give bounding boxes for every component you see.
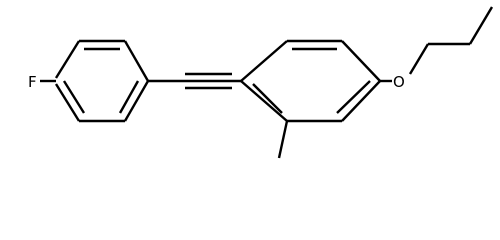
bond-ring1-a (54, 40, 81, 79)
propoxy-methylphenyl-ring (240, 39, 381, 123)
bond-ring2-c (341, 40, 381, 82)
fluorine-label: F (28, 73, 37, 91)
bond-o-ch2 (408, 43, 430, 75)
bond-ring2-inner-right (336, 80, 371, 114)
oxygen-label: O (393, 73, 405, 91)
bond-ring1-inner-right (118, 80, 140, 114)
fluorophenyl-ring (54, 39, 150, 123)
alkyne-bond (148, 72, 241, 90)
bond-ring2-f (240, 80, 288, 122)
bond-ring2-d (341, 80, 381, 122)
bond-ring1-inner-left (62, 80, 86, 114)
bond-ring2-a (240, 40, 288, 82)
bond-methyl (277, 120, 289, 159)
bond-ring2-inner-left (252, 83, 283, 114)
bond-ring1-c (123, 40, 150, 82)
bond-ch2-ch3 (468, 6, 494, 45)
bond-ring1-f (54, 83, 81, 122)
bond-ring1-d (123, 80, 150, 122)
structure-diagram: F O (28, 6, 494, 159)
